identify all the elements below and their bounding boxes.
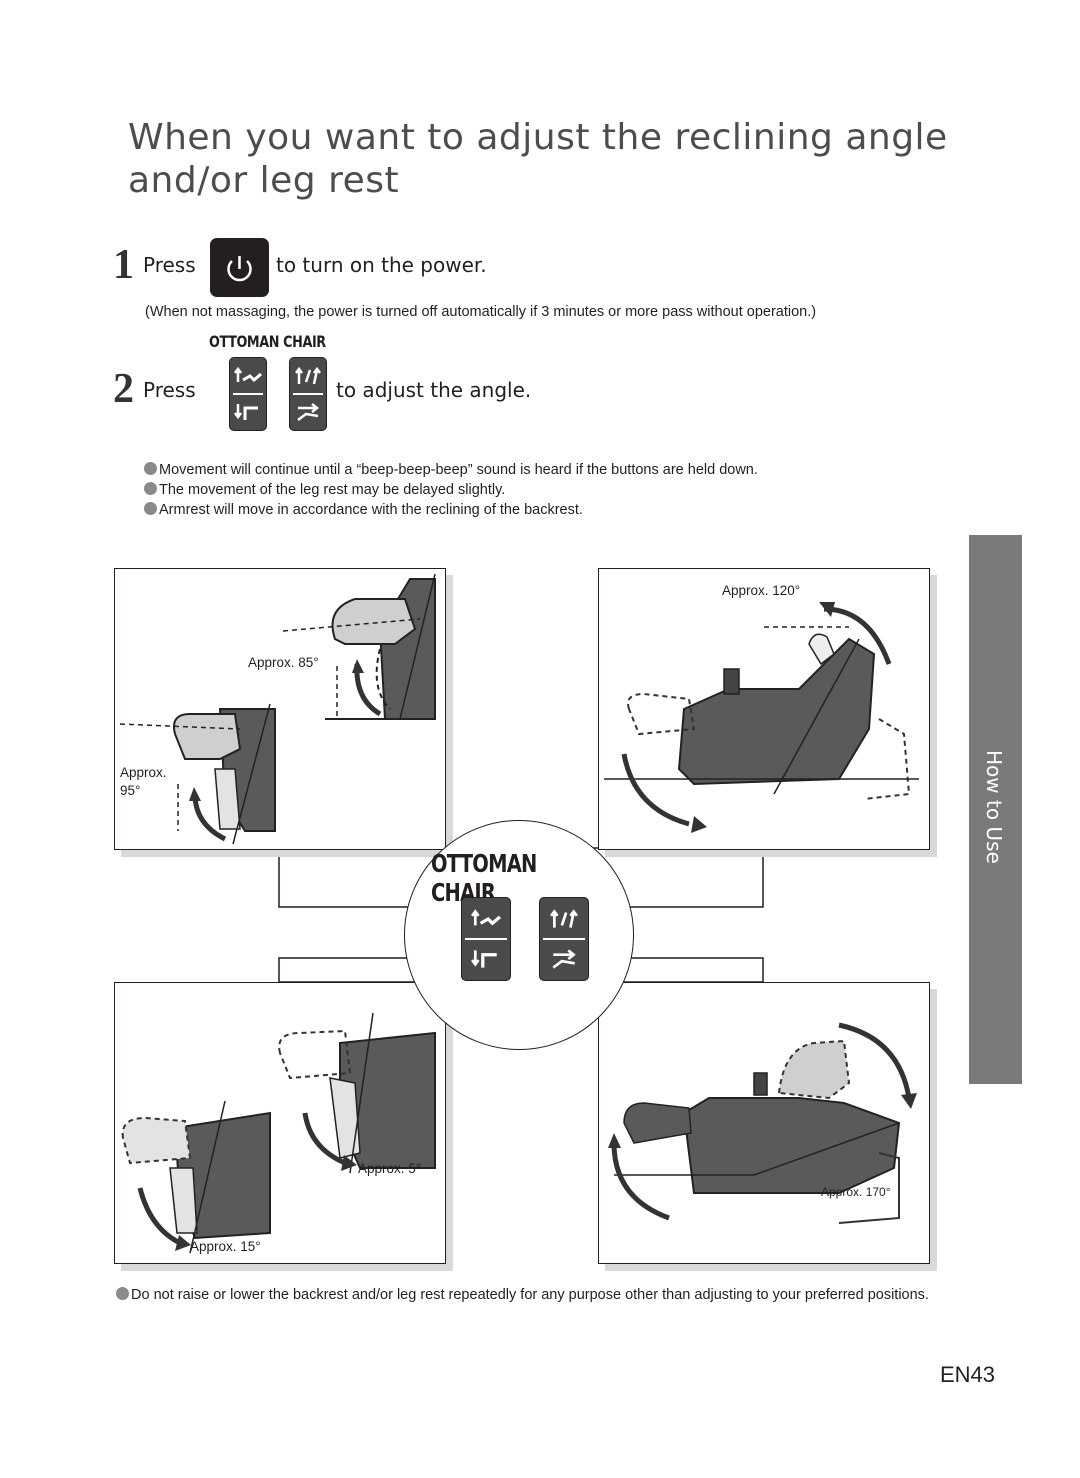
- ottoman-up-icon: [234, 366, 262, 383]
- step-2-press: Press: [143, 378, 196, 402]
- angle-label-170: Approx. 170°: [821, 1185, 891, 1199]
- chair-up-icon: [295, 366, 321, 385]
- list-item: Movement will continue until a “beep-bee…: [144, 460, 944, 480]
- ottoman-button[interactable]: [229, 357, 267, 431]
- bullet-icon: [144, 482, 157, 495]
- panel-ottoman-lower: Approx. 5° Approx. 15°: [114, 982, 446, 1264]
- panel-chair-recline: Approx. 120°: [598, 568, 930, 850]
- step-1-note: (When not massaging, the power is turned…: [145, 304, 817, 320]
- bullet-icon: [116, 1287, 129, 1300]
- bullet-icon: [144, 502, 157, 515]
- bullet-list: Movement will continue until a “beep-bee…: [144, 460, 944, 520]
- bullet-icon: [144, 462, 157, 475]
- step-1-number: 1: [113, 242, 134, 288]
- center-ottoman-up-icon: [471, 909, 501, 926]
- step-2-text: to adjust the angle.: [336, 378, 532, 402]
- power-icon: [227, 256, 252, 282]
- center-ottoman-down-icon: [471, 950, 497, 968]
- ottoman-raise-illustration: [119, 573, 436, 845]
- chair-button[interactable]: [289, 357, 327, 431]
- ottoman-lower-illustration: [121, 1012, 436, 1254]
- angle-label-95-line2: 95°: [120, 783, 141, 798]
- chair-recline-illustration: [604, 602, 919, 833]
- angle-label-85: Approx. 85°: [248, 655, 319, 670]
- control-diagram: OTTOMAN CHAIR: [404, 820, 634, 1050]
- center-chair-down-icon: [552, 949, 576, 969]
- angle-label-5: Approx. 5°: [358, 1161, 422, 1176]
- step-1-press: Press: [143, 253, 196, 277]
- panel-ottoman-raise: Approx. 85° Approx. 95°: [114, 568, 446, 850]
- list-item: Armrest will move in accordance with the…: [144, 500, 944, 520]
- chair-down-icon: [297, 403, 320, 421]
- angle-label-95-line1: Approx.: [120, 765, 167, 780]
- center-chair-button: [539, 897, 589, 981]
- step-1-text: to turn on the power.: [276, 253, 487, 277]
- side-tab: [969, 535, 1022, 1084]
- power-button[interactable]: [210, 238, 269, 297]
- angle-label-15: Approx. 15°: [190, 1239, 261, 1254]
- center-chair-up-icon: [550, 909, 578, 928]
- chair-upright-illustration: [608, 1022, 917, 1224]
- footer-note: Do not raise or lower the backrest and/o…: [116, 1285, 936, 1306]
- step-2-number: 2: [113, 366, 134, 412]
- angle-label-120: Approx. 120°: [722, 583, 801, 598]
- list-item: The movement of the leg rest may be dela…: [144, 480, 944, 500]
- panel-chair-upright: Approx. 170°: [598, 982, 930, 1264]
- ottoman-down-icon: [234, 404, 258, 420]
- page-number: EN43: [940, 1362, 996, 1387]
- page-title: When you want to adjust the reclining an…: [128, 117, 948, 201]
- center-ottoman-button: [461, 897, 511, 981]
- ottoman-chair-label: OTTOMAN CHAIR: [209, 332, 326, 351]
